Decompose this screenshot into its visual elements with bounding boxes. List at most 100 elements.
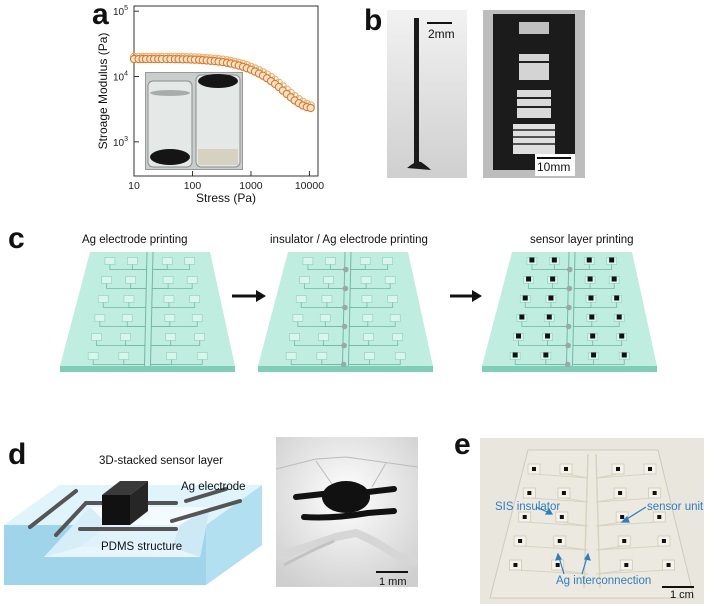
sensor-pad [186,276,198,284]
trace [548,321,568,327]
sensor-dot [661,539,666,543]
sensor-pad [364,352,375,360]
trace [144,251,148,367]
circuit-board-3 [482,251,657,372]
insulator-node [342,266,349,273]
process-arrow-1 [232,290,266,302]
trace [130,283,147,289]
sensor-pad [101,276,112,284]
sensor-unit-label: sensor unit [647,501,704,513]
trace [553,264,569,270]
sensor-pad [295,295,307,303]
trace [547,340,568,346]
printing-process-diagram [60,251,657,372]
ag-interconnection-label: Ag interconnection [556,575,652,587]
sensor-layer [609,257,615,263]
insulator-node [566,266,573,273]
trace [131,264,147,270]
trace [326,302,344,308]
scale-bar-1mm-label: 1 mm [379,576,407,588]
interconnect [595,453,601,589]
sensor-layer [516,333,522,339]
sensor-pad [359,257,371,265]
sensor-dot [616,467,620,471]
scale-bar-1cm-label: 1 cm [670,589,694,601]
vial-photo-inset [145,72,243,170]
circuit-board-2 [258,251,433,372]
sensor-pad [191,314,203,322]
sensor-pad [321,295,333,303]
sensor-pad [316,352,328,360]
step1-label: Ag electrode printing [82,234,188,246]
trace [350,283,391,289]
sensor-layer [619,333,625,339]
insulator-node [341,342,347,349]
trace [323,340,344,346]
sensor-pad [165,333,176,341]
sensor-layer-label: 3D-stacked sensor layer [99,455,223,467]
trace [573,321,620,327]
sensor-dot [652,491,657,495]
sensor-pad [384,276,396,284]
sensor-pad [363,333,375,341]
interconnect [595,569,669,575]
board-edge [60,366,235,372]
sensor-dot [620,515,625,519]
interconnect [595,521,660,527]
process-arrow-2 [450,290,482,302]
board-edge [482,366,657,372]
sensor-pad [318,333,329,341]
sensor-pad [285,352,297,360]
trace [125,340,146,346]
board-edge [258,366,433,372]
data-point [306,103,315,113]
x-tick-label: 100 [184,180,202,192]
sensor-layer [590,333,596,339]
interconnect [595,497,655,503]
sensor-array-photo [480,438,704,604]
x-tick-label: 10 [128,180,140,192]
trace [349,321,396,327]
sensor-dot [532,467,536,471]
interconnect [559,545,589,551]
sensor-layer [529,257,535,263]
step2-label: insulator / Ag electrode printing [270,234,428,246]
sensor-pad [120,333,131,341]
sensor-layer [519,314,525,320]
sensor-pad [189,295,200,303]
sensor-pad [87,352,99,360]
trace [152,283,193,289]
sensor-dot [618,491,623,495]
sensor-pad [387,295,398,303]
trace [348,359,401,365]
trace [150,359,203,365]
sensor-layer [586,257,592,263]
insulator-node [566,285,573,292]
trace [128,302,146,308]
sensor-pad [123,295,135,303]
sensor-pad [362,314,374,322]
scale-bar-2mm-label: 2mm [428,27,455,41]
panel-d-letter: d [8,438,27,471]
step3-label: sensor layer printing [530,234,634,246]
trace [550,302,568,308]
interconnect [595,473,651,479]
sis-insulator-label: SIS insulator [495,501,561,513]
sensor-dot [564,467,568,471]
sensor-layer [614,295,620,301]
panel-c-letter: c [8,222,25,255]
trace [324,321,344,327]
sensor-pad [323,276,334,284]
sensor-dot [622,539,627,543]
trace [573,302,618,308]
sensor-pad [118,352,130,360]
sensor-pad [292,314,304,322]
interconnect [524,521,589,527]
sensor-pad [394,352,406,360]
sensor-dot [561,491,566,495]
insulator-node [341,323,348,330]
trace [328,283,345,289]
interconnect [563,497,589,503]
circuit-board-1 [60,251,235,372]
trace [151,321,198,327]
